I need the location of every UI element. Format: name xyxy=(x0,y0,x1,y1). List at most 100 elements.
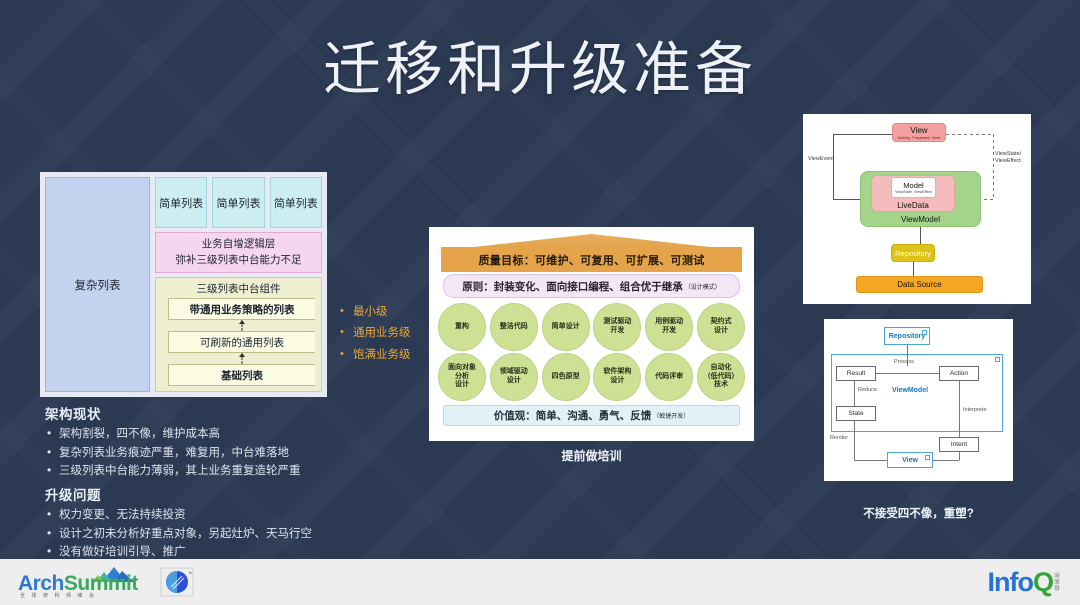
practice-circle: 整洁代码 xyxy=(489,303,538,351)
mvvm-view-sublabel: Activity, Fragment, View xyxy=(897,134,941,140)
list-item: 复杂列表业务痕迹严重，难复用，中台难落地 xyxy=(45,443,301,463)
upgrade-problems-block: 升级问题 权力变更、无法持续投资 设计之初未分析好重点对象，另起灶炉、天马行空 … xyxy=(45,484,312,562)
geekbang-logo-icon: th xyxy=(160,567,194,597)
practice-circle: 重构 xyxy=(438,303,486,351)
mvi-result-box: Result xyxy=(836,366,876,381)
mid-platform-component-box: 三级列表中台组件 带通用业务策略的列表 可刷新的通用列表 基础列表 xyxy=(155,277,322,392)
mvvm-viewstate-label: ViewState/ ViewEffect xyxy=(995,151,1022,165)
quality-roof-wrapper: 质量目标：可维护、可复用、可扩展、可测试 xyxy=(435,234,748,272)
arrow-up-icon xyxy=(168,320,315,331)
mid-platform-items: 带通用业务策略的列表 可刷新的通用列表 基础列表 xyxy=(162,298,315,386)
mountain-icon xyxy=(92,567,134,582)
practice-circle: 自动化 （低代码） 技术 xyxy=(696,353,745,401)
mvvm-datasource-box: Data Source xyxy=(856,276,983,293)
upgrade-problems-title: 升级问题 xyxy=(45,488,101,503)
infoq-logo: InfoQ 极客邦 xyxy=(988,567,1063,598)
mvvm-model-label: Model xyxy=(903,181,924,190)
mvvm-livedata-label: LiveData xyxy=(897,201,929,210)
practice-circle: 测试驱动 开发 xyxy=(593,303,642,351)
mvi-process-label: Process xyxy=(894,359,914,365)
mvvm-view-box: View Activity, Fragment, View xyxy=(892,123,946,142)
business-layer-line1: 业务自增逻辑层 xyxy=(201,238,276,251)
infoq-word-q: Q xyxy=(1032,566,1054,597)
current-state-list: 架构割裂，四不像，维护成本高 复杂列表业务痕迹严重，难复用，中台难落地 三级列表… xyxy=(45,424,301,481)
list-item: 权力变更、无法持续投资 xyxy=(45,505,312,525)
practices-row-2: 面向对象 分析 设计 领域驱动 设计 四色原型 软件架构 设计 代码评审 自动化… xyxy=(435,353,748,401)
mvi-diagram-caption: 不接受四不像，重塑? xyxy=(863,508,974,520)
quality-model-panel: 质量目标：可维护、可复用、可扩展、可测试 原则：封装变化、面向接口编程、组合优于… xyxy=(429,227,754,441)
mvvm-viewevent-label: ViewEvent xyxy=(808,156,834,162)
mvi-interprete-label: Interprete xyxy=(963,407,987,413)
connector-line xyxy=(907,345,908,366)
arrow-up-icon xyxy=(168,353,315,364)
mvi-repository-box: Repository xyxy=(884,327,930,345)
practice-circle: 面向对象 分析 设计 xyxy=(438,353,486,401)
mid-platform-item: 带通用业务策略的列表 xyxy=(168,298,315,320)
practice-circle: 领域驱动 设计 xyxy=(489,353,538,401)
mvi-action-box: Action xyxy=(939,366,979,381)
quality-goal-bar: 质量目标：可维护、可复用、可扩展、可测试 xyxy=(441,247,742,272)
connector-line xyxy=(933,460,959,461)
simple-list-box: 简单列表 xyxy=(212,177,265,228)
archsummit-logo: ArchSummit 全球架构师峰会 xyxy=(18,564,146,600)
business-logic-layer-box: 业务自增逻辑层 弥补三级列表中台能力不足 xyxy=(155,232,322,273)
mid-platform-item: 可刷新的通用列表 xyxy=(168,331,315,353)
connector-line-dashed xyxy=(946,134,993,135)
mvi-view-box: View xyxy=(887,452,933,468)
infoq-subtitle: 极客邦 xyxy=(1055,571,1061,591)
infoq-wordmark: InfoQ xyxy=(988,566,1055,598)
list-item: 设计之初未分析好重点对象，另起灶炉、天马行空 xyxy=(45,524,312,544)
connector-line xyxy=(920,227,921,244)
connector-line xyxy=(913,262,914,276)
mvvm-diagram: ViewEvent ViewState/ ViewEffect ViewMode… xyxy=(803,114,1031,304)
archsummit-wordmark: ArchSummit xyxy=(18,572,138,596)
connector-line-dashed xyxy=(993,134,994,199)
mvi-intent-box: Intent xyxy=(939,437,979,452)
business-layer-line2: 弥补三级列表中台能力不足 xyxy=(175,253,302,266)
container-corner-icon xyxy=(922,330,927,335)
mvi-repository-label: Repository xyxy=(888,332,926,340)
values-note: （敏捷开发） xyxy=(653,414,690,420)
practice-circle: 软件架构 设计 xyxy=(593,353,642,401)
level-list: 最小级 通用业务级 饱满业务级 xyxy=(340,301,411,366)
practice-circle: 代码评审 xyxy=(645,353,694,401)
practices-row-1: 重构 整洁代码 简单设计 测试驱动 开发 用例驱动 开发 契约式 设计 xyxy=(435,303,748,351)
mvi-view-label: View xyxy=(902,456,918,464)
connector-line xyxy=(854,421,855,460)
connector-line xyxy=(959,381,960,437)
mvvm-repository-box: Repository xyxy=(891,244,935,262)
simple-list-box: 简单列表 xyxy=(155,177,208,228)
mvi-viewmodel-label: ViewModel xyxy=(892,387,929,394)
archsummit-logo-group: ArchSummit 全球架构师峰会 th xyxy=(18,564,194,600)
practice-circle: 四色原型 xyxy=(541,353,590,401)
connector-line xyxy=(833,134,893,135)
architecture-right-stack: 简单列表 简单列表 简单列表 业务自增逻辑层 弥补三级列表中台能力不足 三级列表… xyxy=(155,177,322,392)
level-list-item: 最小级 xyxy=(340,301,411,323)
practice-circle: 契约式 设计 xyxy=(696,303,745,351)
list-item: 没有做好培训引导、推广 xyxy=(45,542,312,562)
mid-platform-title: 三级列表中台组件 xyxy=(196,283,281,295)
connector-line xyxy=(959,452,960,460)
mvvm-model-box: Model ViewState, ViewEffect xyxy=(891,177,936,198)
archsummit-word-arch: Arch xyxy=(18,572,64,595)
container-corner-icon xyxy=(925,455,930,460)
quality-principle-bar: 原则：封装变化、面向接口编程、组合优于继承 （设计模式） xyxy=(443,274,740,298)
mvi-reduce-label: Reduce xyxy=(858,387,877,393)
principle-text: 原则：封装变化、面向接口编程、组合优于继承 xyxy=(462,280,683,293)
list-item: 三级列表中台能力薄弱，其上业务重复造轮严重 xyxy=(45,461,301,481)
mvvm-viewmodel-label: ViewModel xyxy=(901,215,940,224)
mid-platform-item: 基础列表 xyxy=(168,364,315,386)
practice-circle: 简单设计 xyxy=(541,303,590,351)
mvvm-model-sublabel: ViewState, ViewEffect xyxy=(895,190,932,194)
architecture-diagram: 复杂列表 简单列表 简单列表 简单列表 业务自增逻辑层 弥补三级列表中台能力不足… xyxy=(40,172,327,397)
mvi-state-box: State xyxy=(836,406,876,421)
connector-line xyxy=(854,460,887,461)
upgrade-problems-list: 权力变更、无法持续投资 设计之初未分析好重点对象，另起灶炉、天马行空 没有做好培… xyxy=(45,505,312,562)
current-state-title: 架构现状 xyxy=(45,407,101,422)
level-list-item: 饱满业务级 xyxy=(340,344,411,366)
page-title: 迁移和升级准备 xyxy=(322,37,757,102)
geekbang-th-text: th xyxy=(189,570,192,575)
connector-line xyxy=(833,199,861,200)
connector-line xyxy=(833,134,834,199)
